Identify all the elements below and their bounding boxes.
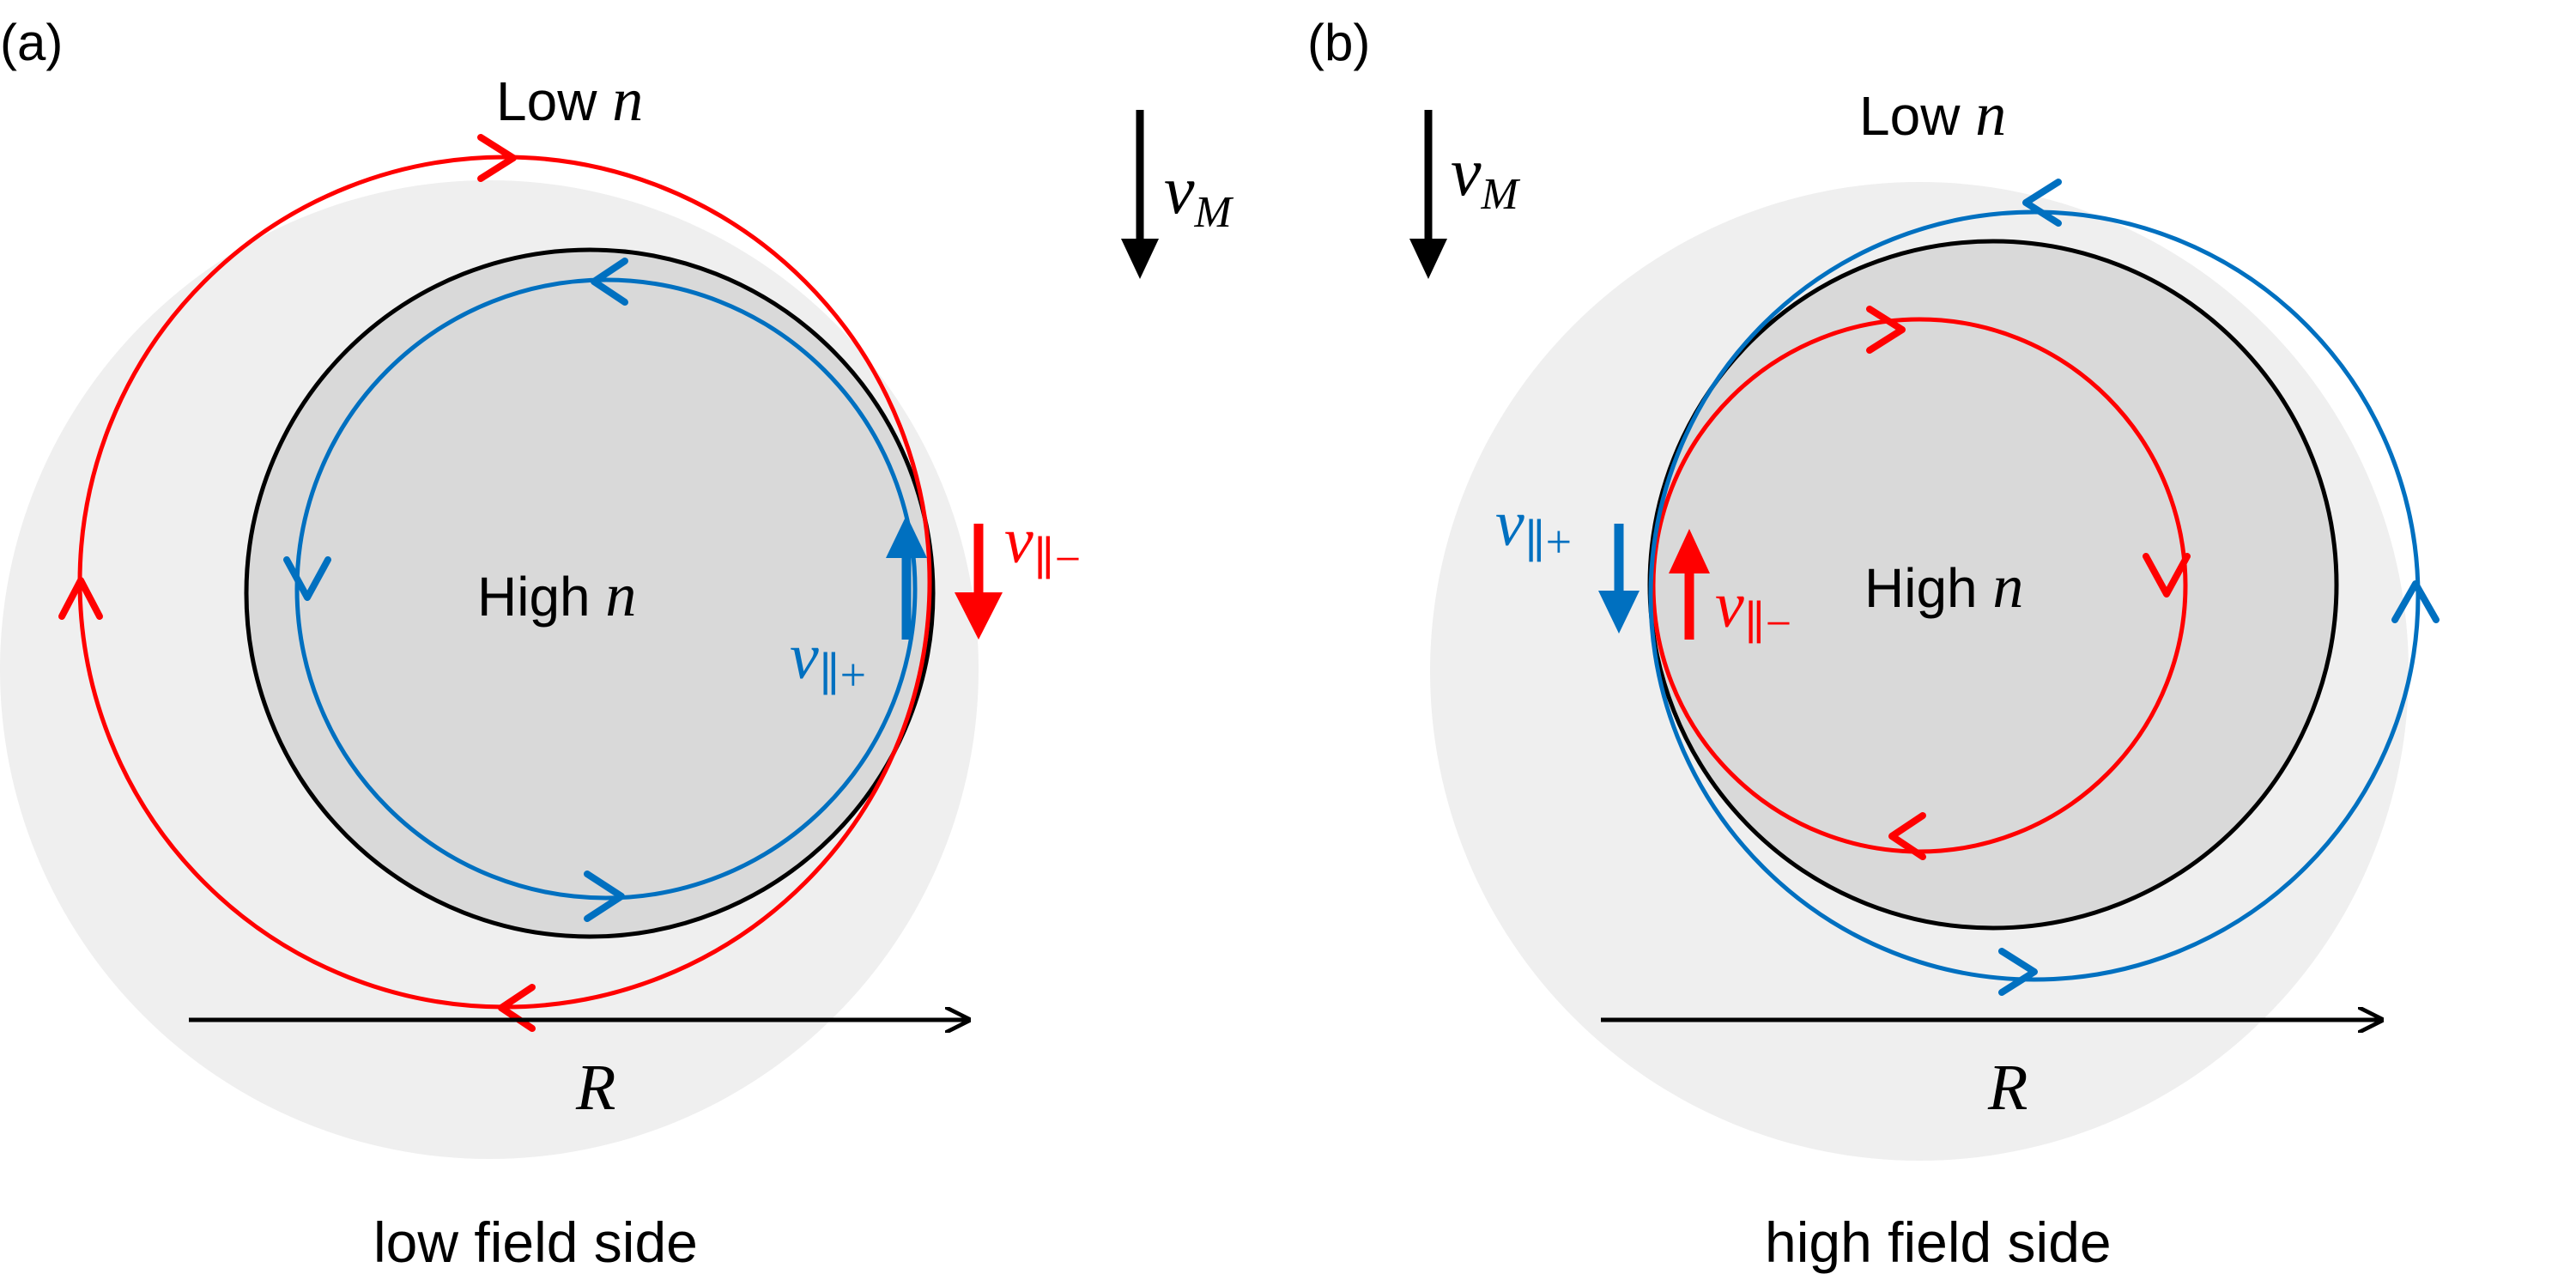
vm-arrow-b <box>1409 110 1447 279</box>
vm-arrow-a <box>1121 110 1159 279</box>
blue-chevron-top-a <box>591 258 628 306</box>
high-n-label-b: High n <box>1864 552 2023 621</box>
vpar-plus-label-a: v∥+ <box>790 621 866 701</box>
r-axis-label-a: R <box>575 1052 615 1124</box>
blue-chevron-bottom-b <box>1998 948 2038 996</box>
blue-orbit-a <box>294 277 918 901</box>
high-n-region-a <box>244 247 936 939</box>
panel-tag-a: (a) <box>0 14 63 71</box>
panel-tag-b: (b) <box>1307 14 1370 71</box>
low-n-label-a: Low n <box>496 65 643 134</box>
panel-a: (a) Low n High n vM v∥+ v∥− R low field … <box>0 14 1234 1274</box>
red-chevron-top-a <box>477 134 517 182</box>
caption-b: high field side <box>1765 1210 2112 1274</box>
blue-chevron-left-a <box>283 556 331 601</box>
caption-a: low field side <box>373 1210 698 1274</box>
blue-chevron-right-b <box>2391 580 2440 623</box>
vpar-minus-arrow-a <box>955 524 1003 640</box>
high-n-label-a: High n <box>477 561 636 629</box>
blue-chevron-top-b <box>2022 179 2062 227</box>
vpar-plus-label-b: v∥+ <box>1495 488 1572 567</box>
blue-chevron-bottom-a <box>584 871 625 922</box>
red-chevron-right-b <box>2143 553 2191 598</box>
vm-label-a: vM <box>1164 153 1234 237</box>
panel-b: (b) Low n High n vM v∥+ v∥− R high field… <box>1307 14 2440 1274</box>
low-n-label-b: Low n <box>1859 80 2006 149</box>
vpar-minus-label-a: v∥− <box>1004 505 1081 585</box>
vm-label-b: vM <box>1451 135 1521 219</box>
vpar-minus-arrow-b <box>1669 529 1710 640</box>
r-axis-label-b: R <box>1987 1052 2027 1124</box>
red-chevron-bottom-b <box>1888 812 1926 860</box>
red-chevron-left-a <box>58 577 103 620</box>
vpar-plus-arrow-b <box>1598 524 1640 634</box>
red-chevron-top-b <box>1866 306 1906 354</box>
vpar-plus-arrow-a <box>886 515 927 640</box>
vpar-minus-label-b: v∥− <box>1715 569 1791 649</box>
